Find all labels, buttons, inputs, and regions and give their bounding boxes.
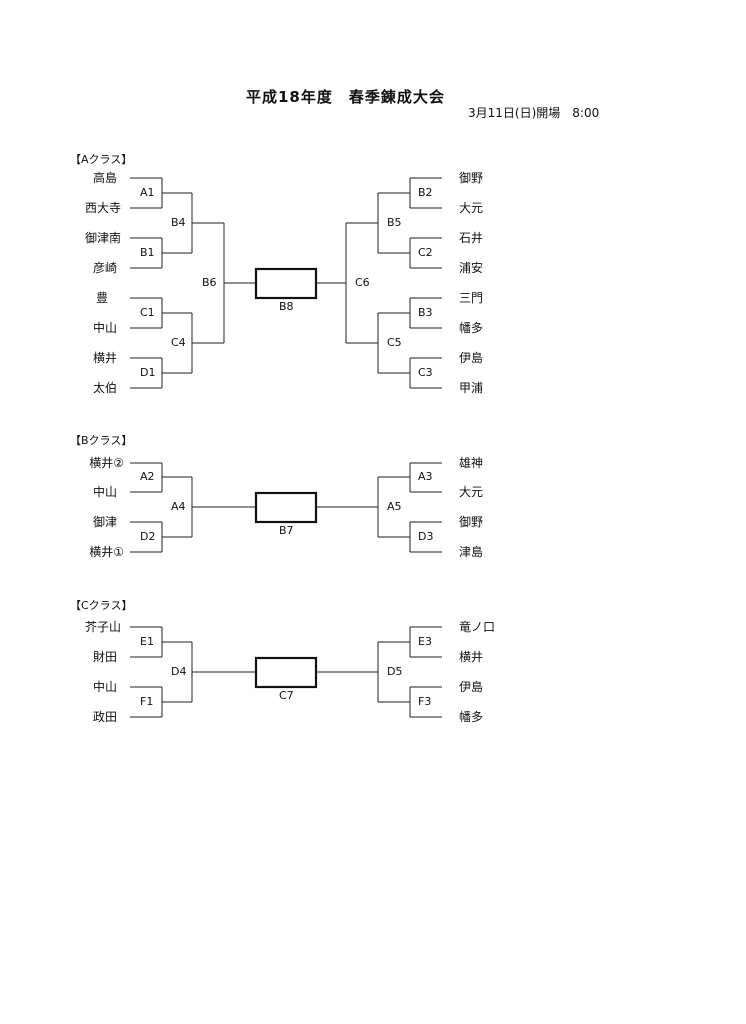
team-b-left-1: 横井② [89,456,124,470]
c-class-lines [130,626,442,718]
team-a-left-5: 豊 [95,291,108,305]
match-b6: B6 [202,276,217,289]
team-a-right-5: 三門 [459,291,484,305]
team-a-right-3: 石井 [459,231,484,245]
match-c6: C6 [355,276,370,289]
section-header-c: 【Cクラス】 [70,599,133,612]
match-c3: C3 [418,366,433,379]
match-a4: A4 [171,500,186,513]
team-a-right-8: 甲浦 [459,381,484,395]
match-b4: B4 [171,216,186,229]
match-c4: C4 [171,336,186,349]
team-a-right-2: 大元 [459,201,484,215]
team-a-left-3: 御津南 [84,231,121,245]
page-title: 平成18年度 春季錬成大会 [246,88,445,106]
team-b-right-3: 御野 [459,515,484,529]
match-d4: D4 [171,665,187,678]
match-d3: D3 [418,530,434,543]
match-f1: F1 [140,695,154,708]
team-c-right-4: 幡多 [459,710,484,724]
team-b-right-4: 津島 [459,545,484,559]
section-header-b: 【Bクラス】 [70,434,133,447]
match-c5: C5 [387,336,402,349]
team-b-right-2: 大元 [459,485,484,499]
team-c-right-2: 横井 [459,650,484,664]
match-b3: B3 [418,306,433,319]
match-d5: D5 [387,665,403,678]
team-a-left-2: 西大寺 [84,201,121,215]
b-class-lines [130,462,442,553]
a-class-lines [130,177,442,389]
match-c1: C1 [140,306,155,319]
team-c-right-1: 竜ノ口 [459,620,496,634]
team-a-left-4: 彦崎 [92,261,117,275]
team-b-right-1: 雄神 [459,456,484,470]
match-c7-final: C7 [279,689,294,702]
team-b-left-4: 横井① [89,545,124,559]
team-a-left-1: 高島 [92,171,117,185]
page-subtitle: 3月11日(日)開場 8:00 [468,106,600,120]
match-b7-final: B7 [279,524,294,537]
team-a-left-7: 横井 [92,351,117,365]
match-e1: E1 [140,635,154,648]
match-a1: A1 [140,186,155,199]
team-a-left-6: 中山 [92,321,117,335]
team-c-left-2: 財田 [92,650,117,664]
match-a2: A2 [140,470,155,483]
team-c-left-1: 芥子山 [84,620,121,634]
match-e3: E3 [418,635,432,648]
match-c2: C2 [418,246,433,259]
team-a-right-4: 浦安 [459,261,484,275]
team-c-left-3: 中山 [92,680,117,694]
section-header-a: 【Aクラス】 [70,153,133,166]
team-a-left-8: 太伯 [92,381,117,395]
match-f3: F3 [418,695,432,708]
team-b-left-3: 御津 [92,515,117,529]
match-d1: D1 [140,366,156,379]
team-a-right-1: 御野 [459,171,484,185]
team-a-right-7: 伊島 [459,351,484,365]
match-d2: D2 [140,530,156,543]
match-a5: A5 [387,500,402,513]
match-b5: B5 [387,216,402,229]
team-c-right-3: 伊島 [459,680,484,694]
team-b-left-2: 中山 [92,485,117,499]
team-c-left-4: 政田 [92,710,117,724]
match-b2: B2 [418,186,433,199]
match-a3: A3 [418,470,433,483]
team-a-right-6: 幡多 [459,321,484,335]
match-b1: B1 [140,246,155,259]
match-b8-final: B8 [279,300,294,313]
